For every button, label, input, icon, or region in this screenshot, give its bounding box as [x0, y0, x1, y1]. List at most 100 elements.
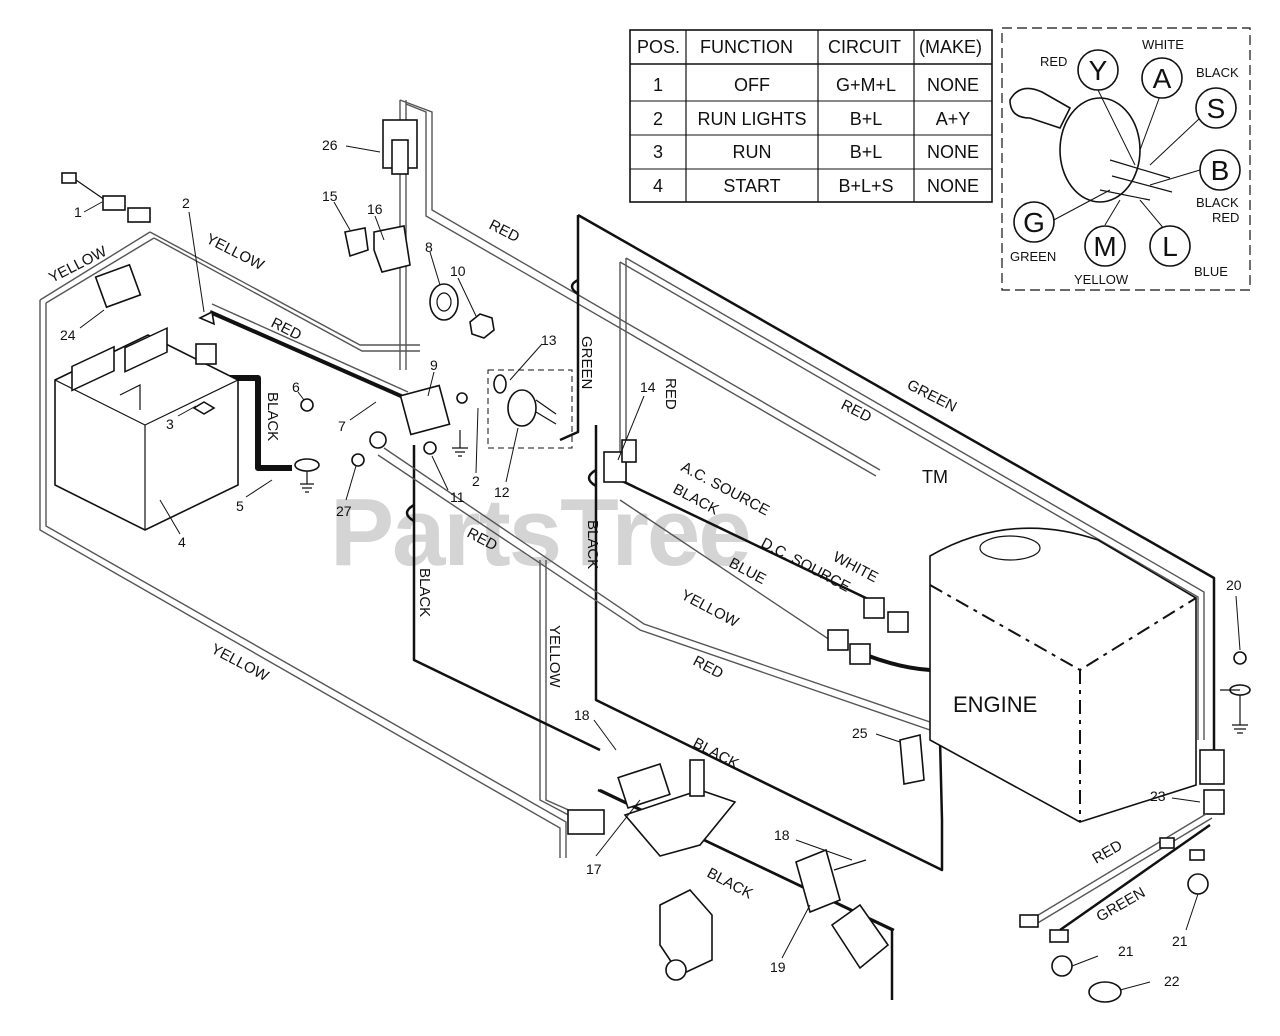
callout: 7 [338, 418, 346, 434]
svg-text:2: 2 [653, 109, 663, 129]
callout: 18 [574, 707, 590, 723]
callout: 20 [1226, 577, 1242, 593]
wire-label: GREEN [904, 376, 959, 415]
part-bracket-lower-left [659, 889, 713, 981]
wire-label: RED [1090, 837, 1126, 868]
part-16 [373, 225, 411, 273]
callout: 10 [450, 263, 466, 279]
part-20-ground [1220, 651, 1251, 734]
svg-text:START: START [723, 176, 780, 196]
svg-text:B+L: B+L [850, 109, 883, 129]
svg-text:L: L [1162, 231, 1178, 262]
terminal-s: S BLACK [1195, 65, 1239, 129]
engine-label: ENGINE [953, 692, 1037, 717]
callout: 21 [1172, 933, 1188, 949]
part-23-connector [1199, 749, 1225, 815]
terminal-g: G GREEN [1010, 201, 1056, 264]
table-row: 1 OFF G+M+L NONE [653, 75, 979, 95]
svg-text:YELLOW: YELLOW [1074, 272, 1129, 287]
battery-ground-cable [230, 375, 292, 471]
svg-text:OFF: OFF [734, 75, 770, 95]
function-table: POS. FUNCTION CIRCUIT (MAKE) 1 OFF G+M+L… [629, 29, 993, 203]
svg-text:RED: RED [1212, 210, 1239, 225]
callout: 3 [166, 416, 174, 432]
watermark: PartsTree [330, 479, 750, 586]
svg-text:A+Y: A+Y [936, 109, 971, 129]
svg-text:NONE: NONE [927, 75, 979, 95]
callout: 22 [1164, 973, 1180, 989]
table-header-function: FUNCTION [700, 37, 793, 57]
callout: 2 [182, 195, 190, 211]
part-3-nut [192, 401, 216, 415]
wire-label: RED [690, 653, 726, 683]
table-header-pos: POS. [637, 37, 680, 57]
callout: 21 [1118, 943, 1134, 959]
callout: 4 [178, 534, 186, 550]
callout: 17 [586, 861, 602, 877]
terminal-b: B BLACK RED [1196, 149, 1241, 225]
wire-label: YELLOW [208, 641, 272, 686]
callout: 15 [322, 188, 338, 204]
callout: 13 [541, 332, 557, 348]
svg-text:A: A [1153, 63, 1172, 94]
wire-label: RED [838, 396, 874, 426]
callout: 26 [322, 137, 338, 153]
svg-text:NONE: NONE [927, 176, 979, 196]
svg-text:1: 1 [653, 75, 663, 95]
part-19-plunger-switch [795, 848, 890, 970]
part-11-bolt [423, 441, 437, 455]
wire-label: BLACK [584, 520, 601, 569]
callout: 5 [236, 498, 244, 514]
wire-label: BLACK [264, 392, 281, 441]
ground-symbol-9 [452, 430, 468, 457]
wire-label: BLACK [704, 865, 755, 903]
svg-text:G+M+L: G+M+L [836, 75, 896, 95]
part-15 [344, 227, 369, 258]
part-10-nut [469, 313, 495, 339]
svg-text:M: M [1093, 231, 1116, 262]
callout: 24 [60, 327, 76, 343]
svg-text:NONE: NONE [927, 142, 979, 162]
wire-label: YELLOW [678, 587, 742, 632]
table-row: 2 RUN LIGHTS B+L A+Y [653, 109, 970, 129]
svg-text:WHITE: WHITE [1142, 37, 1184, 52]
green-wire [559, 213, 1216, 750]
part-headlight-harness [1019, 813, 1213, 943]
svg-text:RED: RED [1040, 54, 1067, 69]
callout: 11 [450, 489, 465, 505]
wire-label: YELLOW [546, 625, 563, 688]
battery [54, 326, 239, 531]
callout: 9 [430, 357, 438, 373]
part-8-bushing [429, 283, 459, 321]
part-25 [899, 733, 925, 785]
part-22-bulb [1088, 981, 1122, 1003]
red-battery-wire [209, 310, 411, 402]
part-24-cover [94, 263, 142, 309]
callout: 27 [336, 503, 352, 519]
part-26 [382, 119, 418, 175]
part-6-screw [294, 398, 320, 493]
callout: 1 [74, 204, 82, 220]
svg-text:S: S [1207, 93, 1226, 124]
svg-text:RUN: RUN [733, 142, 772, 162]
terminal-a: A WHITE [1141, 37, 1184, 99]
part-14-connector [603, 439, 637, 483]
red-to-engine [377, 454, 931, 731]
part-seat-connector [567, 809, 605, 835]
part-27-washer [351, 431, 387, 467]
callout: 6 [292, 379, 300, 395]
callout: 8 [425, 239, 433, 255]
trademark: TM [922, 467, 948, 487]
svg-text:G: G [1023, 207, 1045, 238]
table-row: 4 START B+L+S NONE [653, 176, 979, 196]
switch-terminal-inset: Y RED A WHITE S BLACK B BLACK RED G GREE… [1001, 27, 1251, 291]
wire-label: RED [662, 378, 679, 410]
svg-text:B: B [1211, 155, 1230, 186]
terminal-l: L BLUE [1149, 225, 1228, 279]
black-wire-loop [594, 425, 944, 872]
wire-label: GREEN [578, 336, 595, 389]
wire-label: GREEN [1094, 884, 1149, 925]
table-header-circuit: CIRCUIT [828, 37, 901, 57]
part-13-ignition-switch [487, 369, 573, 449]
svg-text:BLACK: BLACK [1196, 65, 1239, 80]
